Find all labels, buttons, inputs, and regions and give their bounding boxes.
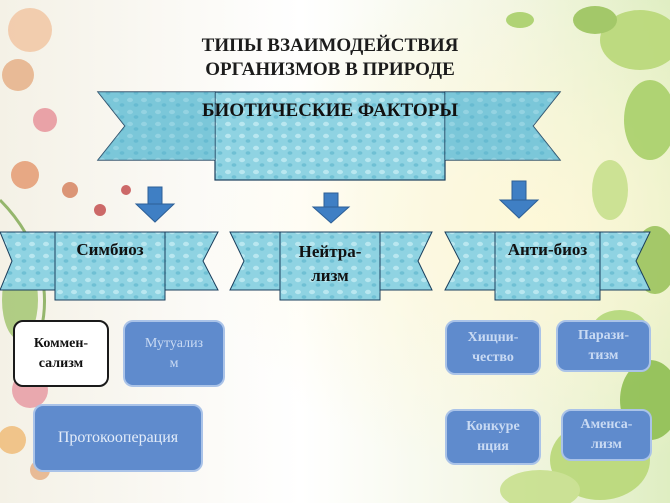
main-banner-label: БИОТИЧЕСКИЕ ФАКТОРЫ [202, 100, 458, 121]
title-line-1: ТИПЫ ВЗАИМОДЕЙСТВИЯ [201, 35, 459, 56]
title-line-2: ОРГАНИЗМОВ В ПРИРОДЕ [205, 59, 455, 80]
neutralism-line-1: Нейтра- [298, 242, 362, 261]
commensalism-box: Коммен- сализм [13, 320, 109, 387]
antibiosis-ribbon [444, 231, 651, 301]
predation-box: Хищни- чество [445, 320, 541, 375]
category-symbiosis-label: Симбиоз [76, 240, 144, 259]
arrow-to-neutralism [311, 192, 351, 224]
mutualism-line-2: м [169, 355, 179, 371]
competition-line-1: Конкуре [466, 419, 520, 434]
category-neutralism-label: Нейтра- лизм [280, 240, 380, 288]
commensalism-line-2: сализм [38, 355, 84, 371]
amensalism-box: Аменса- лизм [561, 409, 652, 461]
predation-line-1: Хищни- [467, 329, 519, 345]
competition-box: Конкуре нция [445, 409, 541, 465]
parasitism-box: Парази- тизм [556, 320, 651, 372]
arrow-to-antibiosis [498, 180, 540, 219]
neutralism-line-2: лизм [311, 266, 349, 285]
amensalism-line-2: лизм [591, 437, 622, 452]
commensalism-line-1: Коммен- [33, 335, 89, 351]
category-antibiosis-label: Анти-биоз [507, 240, 588, 259]
protocooperation-label: Протокооперация [57, 429, 179, 446]
symbiosis-ribbon [0, 231, 219, 301]
page-title: ТИПЫ ВЗАИМОДЕЙСТВИЯ ОРГАНИЗМОВ В ПРИРОДЕ [150, 34, 510, 82]
parasitism-line-1: Парази- [577, 328, 630, 343]
neutralism-ribbon [229, 231, 433, 301]
predation-line-2: чество [472, 349, 514, 365]
mutualism-box: Мутуализ м [123, 320, 225, 387]
main-ribbon-banner [96, 91, 562, 181]
mutualism-line-1: Мутуализ [144, 335, 204, 351]
amensalism-line-1: Аменса- [580, 417, 633, 432]
parasitism-line-2: тизм [588, 348, 619, 363]
competition-line-2: нция [477, 439, 509, 454]
arrow-to-symbiosis [134, 186, 176, 223]
protocooperation-box: Протокооперация [33, 404, 203, 472]
